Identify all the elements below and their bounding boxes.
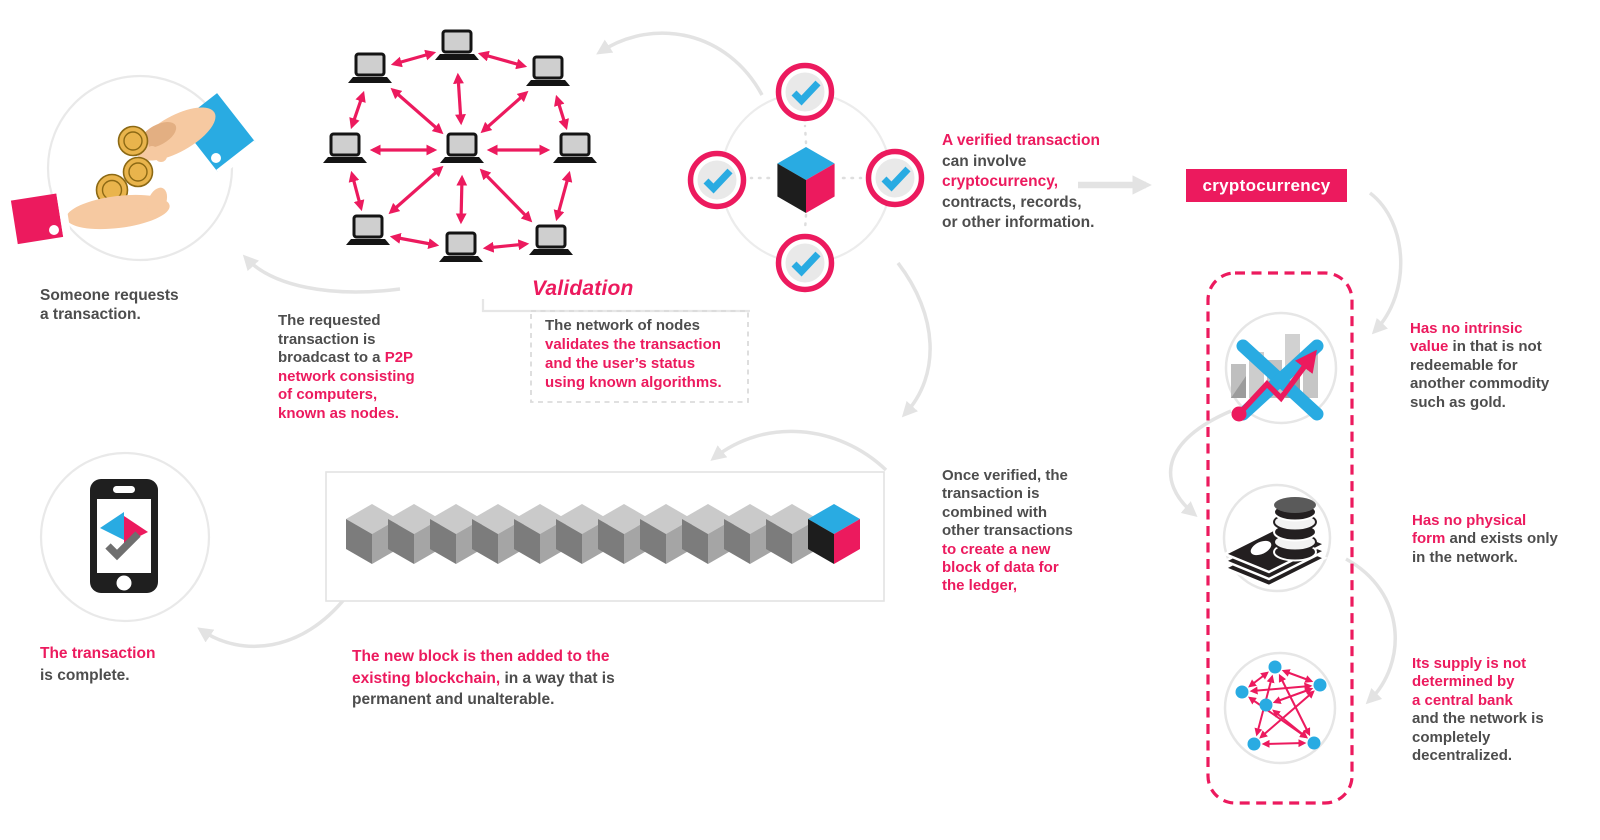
new-block-cube <box>777 147 835 213</box>
validation-bracket-line <box>481 299 750 313</box>
validation-dashed-box <box>530 310 749 403</box>
cryptocurrency-button: cryptocurrency <box>1186 169 1347 202</box>
arrow-network-to-request <box>242 254 401 294</box>
arrow-property2-to-property3 <box>1345 557 1397 705</box>
checkmark-badge-icon <box>779 66 832 119</box>
laptop-icon <box>524 55 572 88</box>
arrow-property1-to-property2 <box>1168 409 1232 517</box>
verified-cube-checkmarks-icon <box>691 66 922 290</box>
volatility-chart-icon <box>1224 311 1338 425</box>
digital-money-icon <box>1221 483 1332 593</box>
checkmark-badge-icon <box>691 154 744 207</box>
checkmark-badge-icon <box>869 152 922 205</box>
p2p-laptop-network-icon <box>321 29 599 264</box>
network-links <box>348 49 573 253</box>
laptop-icon <box>438 132 486 165</box>
laptop-icon <box>433 29 481 62</box>
blockchain-cubes-icon <box>325 471 885 602</box>
checkmark-badge-icon <box>779 237 832 290</box>
validation-heading: Validation <box>532 277 634 300</box>
arrow-verified-to-ledger <box>896 261 932 418</box>
laptop-icon <box>437 231 485 264</box>
hand-giving-coins-icon <box>10 74 259 262</box>
decentralized-network-icon <box>1223 651 1337 765</box>
laptop-icon <box>527 224 575 257</box>
arrow-verified-to-network <box>596 31 764 96</box>
phone-check-icon <box>39 451 211 623</box>
laptop-icon <box>344 214 392 247</box>
laptop-icon <box>346 52 394 85</box>
arrow-blockchain-to-phone <box>197 595 348 649</box>
laptop-icon <box>551 132 599 165</box>
arrow-button-to-property1 <box>1368 191 1403 335</box>
arrow-into-blockchain <box>710 429 888 472</box>
cryptocurrency-properties-box <box>1206 271 1354 805</box>
flow-arrows <box>197 31 1403 705</box>
laptop-icon <box>321 132 369 165</box>
